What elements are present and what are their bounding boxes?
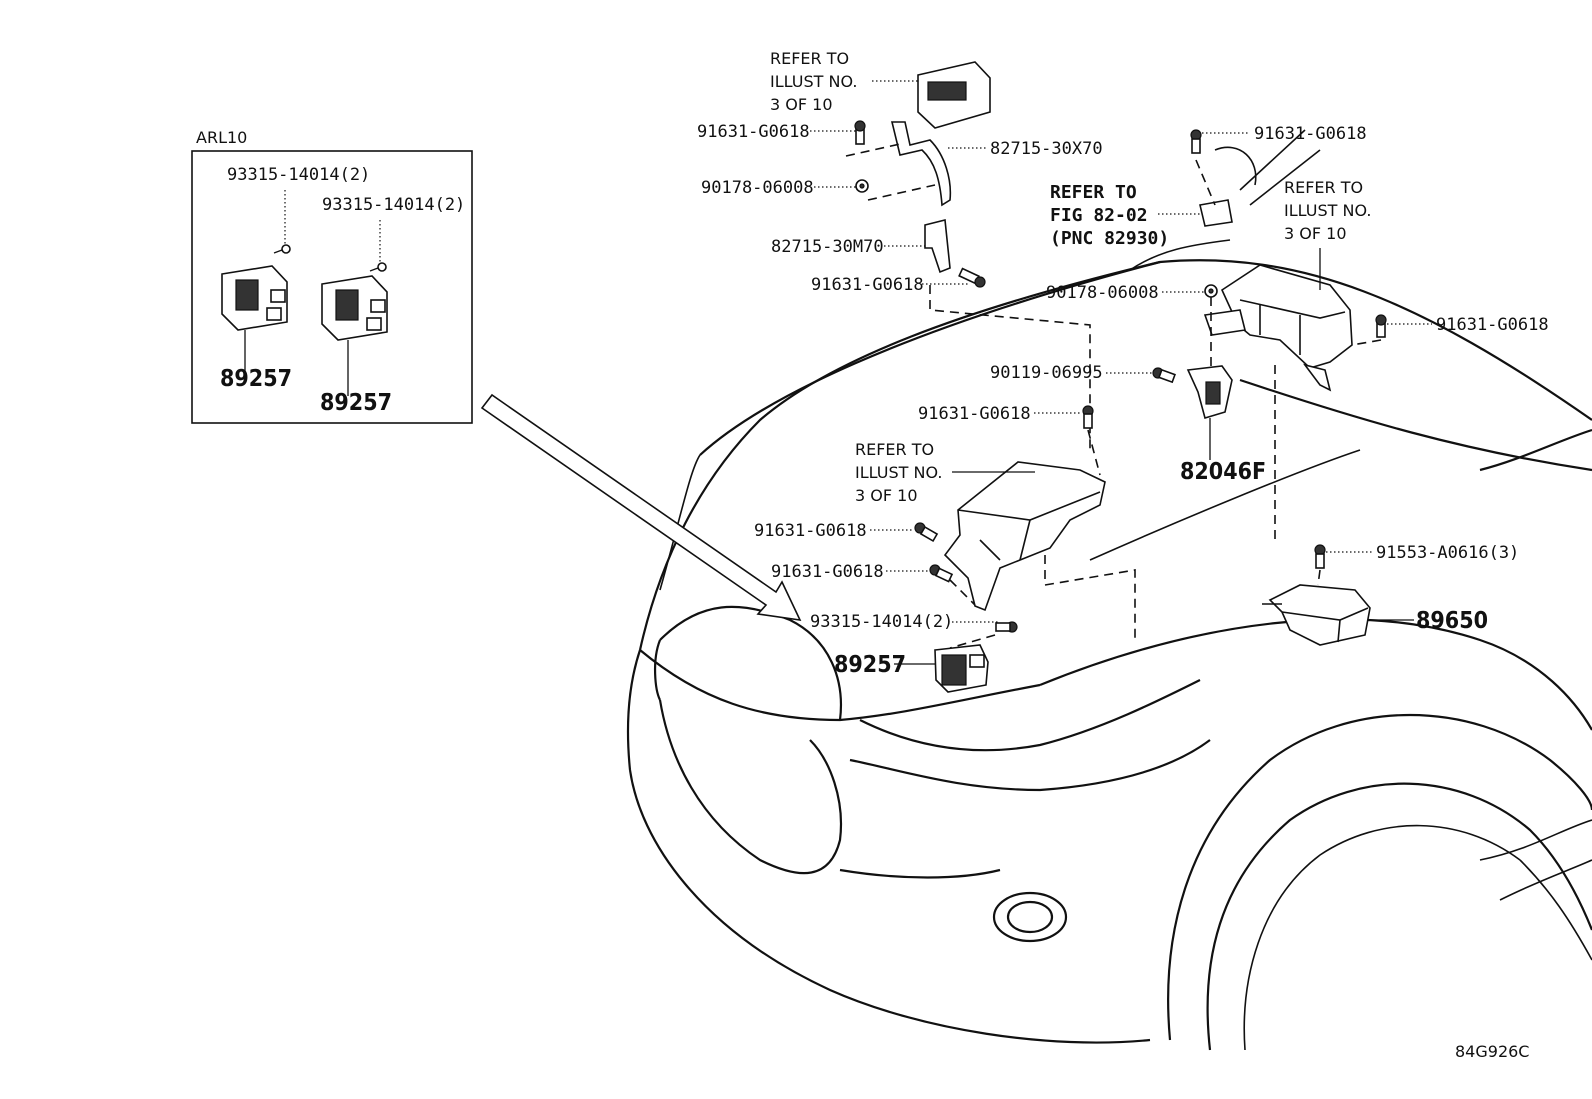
bolt-module-icon <box>1314 544 1326 569</box>
ecu-89257-icon <box>934 644 989 693</box>
bolt-box-2-icon <box>929 564 954 583</box>
inset-title: ARL10 <box>196 128 247 147</box>
inset-part-label-1: 89257 <box>220 366 292 392</box>
bolt-relay-icon <box>1152 367 1176 384</box>
inset-part-label-2: 89257 <box>320 390 392 416</box>
bolt-ecu-icon <box>995 621 1018 633</box>
nut-right-icon <box>1204 284 1218 298</box>
label-ecu: 89257 <box>834 652 906 678</box>
bolt-top-right-icon <box>1190 129 1202 154</box>
refer-illust-right-line-1: REFER TO <box>1284 178 1363 197</box>
label-relay: 82046F <box>1180 459 1266 485</box>
right-upper-assembly <box>1106 129 1432 460</box>
label-bolt-top-left: 91631-G0618 <box>697 122 810 142</box>
refer-illust-top-line-2: ILLUST NO. <box>770 72 857 91</box>
bolt-far-right-icon <box>1375 314 1387 338</box>
label-module: 89650 <box>1416 608 1488 634</box>
inset-bolt-label-2: 93315-14014(2) <box>322 195 465 215</box>
labels: ARL10 93315-14014(2) 93315-14014(2) 8925… <box>196 49 1549 1061</box>
inset-box <box>191 150 473 424</box>
label-nut-left: 90178-06008 <box>701 178 814 198</box>
relay-82046f-icon <box>1186 365 1233 420</box>
inset-ecu-1 <box>221 244 291 331</box>
pointer-arrow <box>480 393 802 622</box>
bolt-top-left-icon <box>854 120 866 145</box>
refer-fig-line-1: REFER TO <box>1050 182 1137 203</box>
label-bolt-box-1: 91631-G0618 <box>754 521 867 541</box>
label-bolt-ecu: 93315-14014(2) <box>810 612 953 632</box>
refer-illust-mid-line-1: REFER TO <box>855 440 934 459</box>
label-nut-right: 90178-06008 <box>1046 283 1159 303</box>
nut-left-icon <box>855 179 869 193</box>
refer-illust-right-line-2: ILLUST NO. <box>1284 201 1371 220</box>
refer-illust-mid-line-2: ILLUST NO. <box>855 463 942 482</box>
figure-code: 84G926C <box>1455 1042 1529 1061</box>
label-bolt-box-2: 91631-G0618 <box>771 562 884 582</box>
bolt-bracket-icon <box>958 267 986 288</box>
top-relay-assembly <box>810 61 991 288</box>
label-bracket-upper: 82715-30X70 <box>990 139 1103 159</box>
label-bolt-top-right: 91631-G0618 <box>1254 124 1367 144</box>
refer-illust-top-line-3: 3 OF 10 <box>770 95 833 114</box>
car-body-outline <box>626 239 1592 1051</box>
refer-fig-line-2: FIG 82-02 <box>1050 205 1148 226</box>
bolt-box-1-icon <box>914 522 939 543</box>
inset-ecu-2 <box>321 262 388 341</box>
label-bolt-far-right: 91631-G0618 <box>1436 315 1549 335</box>
middle-fuse-box-assembly <box>870 405 1106 693</box>
label-bolt-box-top: 91631-G0618 <box>918 404 1031 424</box>
label-bracket-lower: 82715-30M70 <box>771 237 884 257</box>
label-bolt-bracket: 91631-G0618 <box>811 275 924 295</box>
module-89650-assembly <box>1262 544 1414 646</box>
refer-illust-mid-line-3: 3 OF 10 <box>855 486 918 505</box>
refer-illust-top-line-1: REFER TO <box>770 49 849 68</box>
label-bolt-module: 91553-A0616(3) <box>1376 543 1519 563</box>
label-bolt-relay: 90119-06995 <box>990 363 1103 383</box>
refer-fig-line-3: (PNC 82930) <box>1050 228 1169 249</box>
refer-illust-right-line-3: 3 OF 10 <box>1284 224 1347 243</box>
inset-bolt-label-1: 93315-14014(2) <box>227 165 370 185</box>
bolt-box-top-icon <box>1082 405 1094 429</box>
